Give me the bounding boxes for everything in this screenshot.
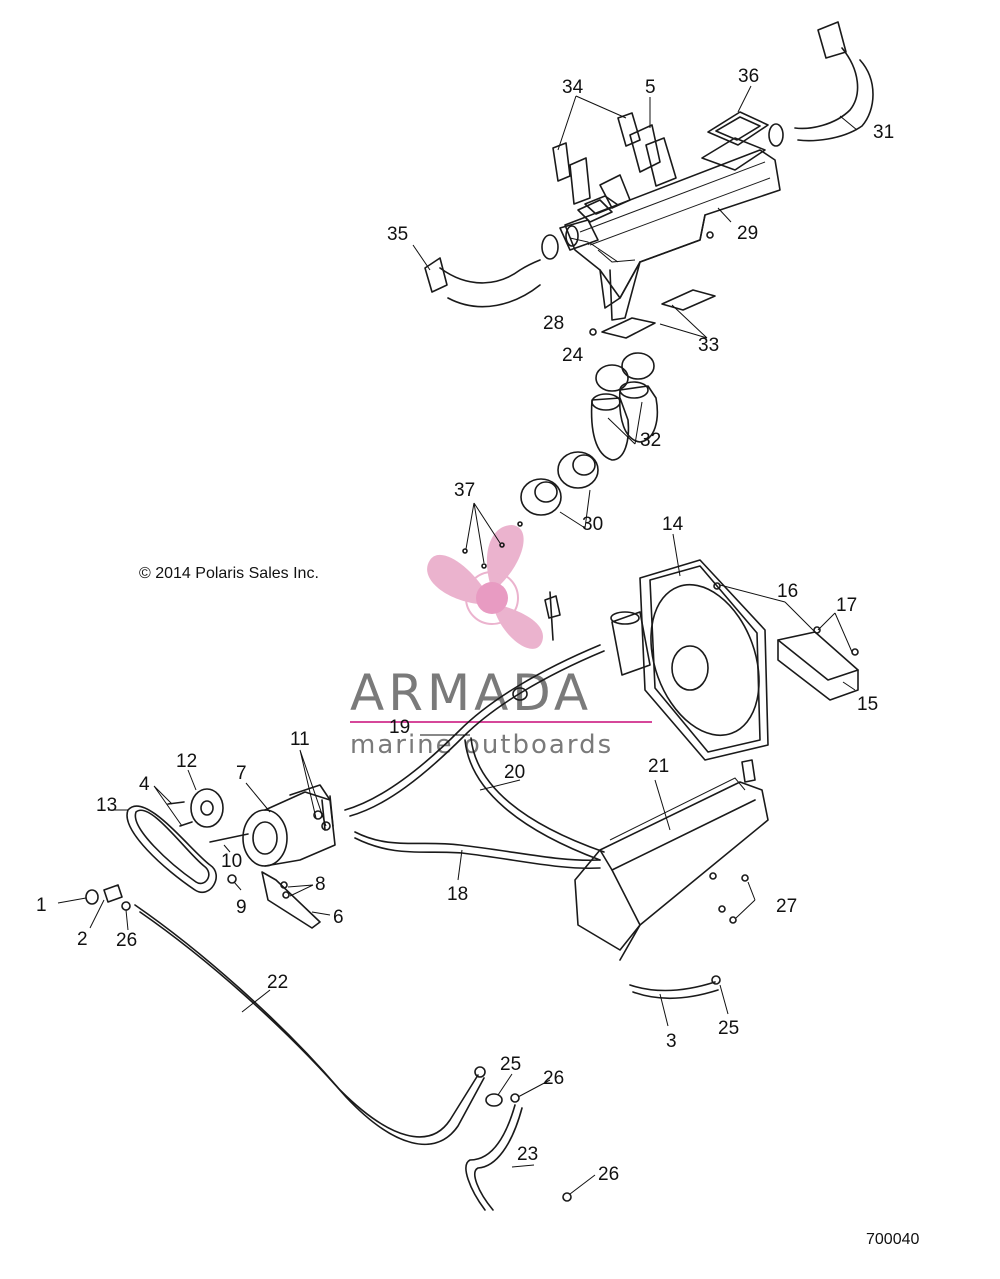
drain-hoses-drawing: [134, 904, 572, 1211]
callout-5: 5: [645, 77, 656, 98]
callout-13: 13: [96, 795, 117, 816]
callout-25: 25: [718, 1018, 739, 1039]
evaporator-box-drawing: [574, 759, 769, 1000]
armada-watermark: ARMADA marine outboards: [350, 525, 652, 760]
compressor-drawing: [85, 784, 336, 929]
callout-2: 2: [77, 929, 88, 950]
callout-32: 32: [640, 430, 661, 451]
callout-36: 36: [738, 66, 759, 87]
callout-4: 4: [139, 774, 150, 795]
callout-33: 33: [698, 335, 719, 356]
callout-37: 37: [454, 480, 475, 501]
copyright-notice: © 2014 Polaris Sales Inc.: [139, 565, 319, 582]
callout-30: 30: [582, 514, 603, 535]
callout-26-second: 26: [543, 1068, 564, 1089]
callout-7: 7: [236, 763, 247, 784]
duct-assembly-drawing: [424, 21, 874, 569]
callout-23: 23: [517, 1144, 538, 1165]
callout-34: 34: [562, 77, 584, 98]
watermark-tagline: marine outboards: [350, 730, 613, 760]
condenser-fan-drawing: [610, 559, 859, 761]
leader-lines: [57, 85, 858, 1195]
propeller-logo-icon: [427, 525, 543, 649]
callout-12: 12: [176, 751, 197, 772]
callout-18: 18: [447, 884, 468, 905]
callout-31: 31: [873, 122, 894, 143]
callout-11: 11: [290, 729, 310, 750]
callout-1: 1: [36, 895, 47, 916]
callout-9: 9: [236, 897, 247, 918]
callout-29: 29: [737, 223, 758, 244]
callout-20: 20: [504, 762, 525, 783]
callout-25-second: 25: [500, 1054, 521, 1075]
callout-21: 21: [648, 756, 669, 777]
callout-28: 28: [543, 313, 564, 334]
callout-6: 6: [333, 907, 344, 928]
callout-17: 17: [836, 595, 857, 616]
callout-16: 16: [777, 581, 798, 602]
callout-3: 3: [666, 1031, 677, 1052]
callout-24: 24: [562, 345, 584, 366]
callout-35: 35: [387, 224, 408, 245]
callout-26: 26: [116, 930, 137, 951]
watermark-brand: ARMADA: [350, 664, 592, 722]
callout-22: 22: [267, 972, 288, 993]
callout-27: 27: [776, 896, 797, 917]
callout-15: 15: [857, 694, 878, 715]
figure-number: 700040: [866, 1231, 919, 1248]
callout-26-third: 26: [598, 1164, 619, 1185]
callout-10: 10: [221, 851, 242, 872]
callout-8: 8: [315, 874, 326, 895]
callout-labels: 1 2 3 4 5 6 7 8 9 10 11 12 13 14 15 16 1…: [36, 66, 894, 1185]
callout-14: 14: [662, 514, 684, 535]
callout-19: 19: [389, 717, 410, 738]
